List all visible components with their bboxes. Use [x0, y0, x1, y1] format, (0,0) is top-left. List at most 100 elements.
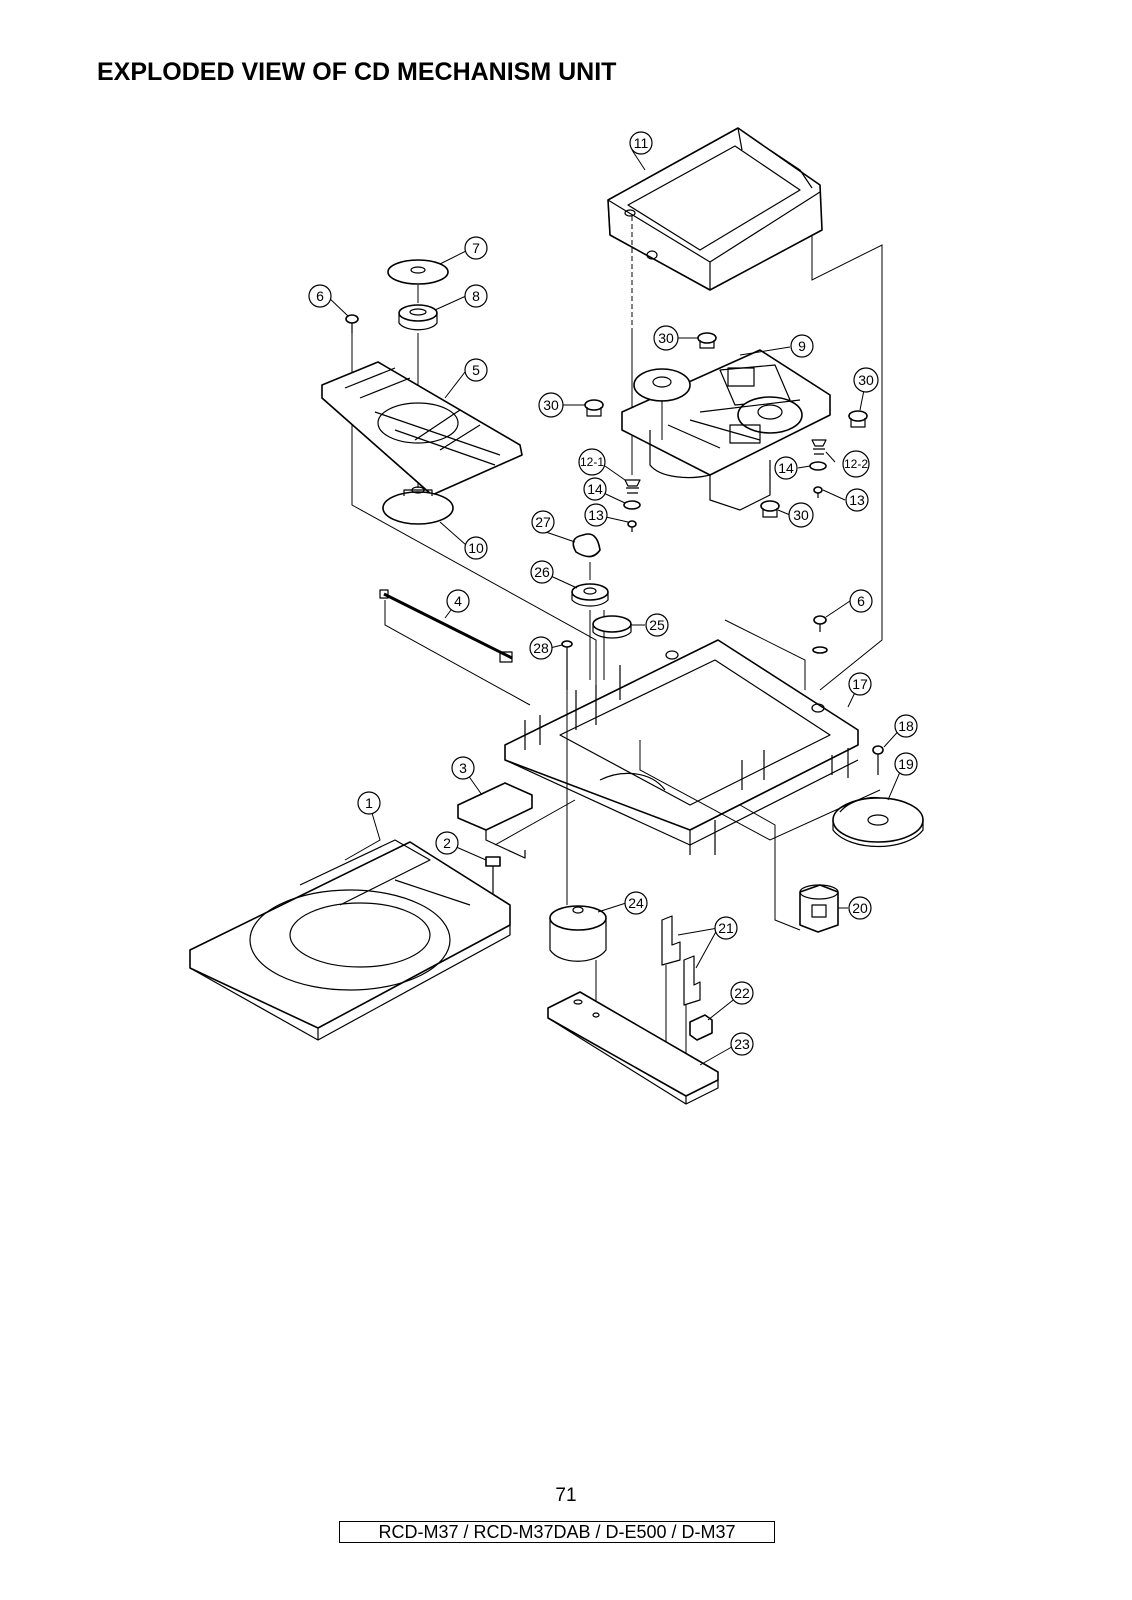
- svg-text:24: 24: [628, 895, 644, 911]
- washer-14-a: [623, 500, 641, 510]
- svg-text:14: 14: [587, 481, 603, 497]
- callout-23: 23: [730, 1032, 754, 1056]
- part-26-pulley: [571, 583, 609, 607]
- callout-14b: 14: [774, 456, 798, 480]
- svg-text:20: 20: [852, 900, 868, 916]
- callout-10: 10: [464, 536, 488, 560]
- part-27-belt: [572, 533, 601, 558]
- svg-text:18: 18: [898, 718, 914, 734]
- callout-26: 26: [530, 560, 554, 584]
- part-24-motor: [549, 905, 607, 962]
- screw-28: [561, 640, 573, 690]
- callout-3: 3: [451, 756, 475, 780]
- callout-18: 18: [894, 714, 918, 738]
- page-title: EXPLODED VIEW OF CD MECHANISM UNIT: [97, 58, 617, 86]
- svg-text:14: 14: [778, 460, 794, 476]
- spring-12-1: [624, 479, 641, 494]
- callout-27: 27: [531, 510, 555, 534]
- callout-11: 11: [629, 131, 653, 155]
- svg-text:25: 25: [649, 617, 665, 633]
- model-footer: RCD-M37 / RCD-M37DAB / D-E500 / D-M37: [339, 1521, 775, 1543]
- svg-text:5: 5: [472, 362, 480, 378]
- callout-19: 19: [894, 752, 918, 776]
- callout-22: 22: [730, 981, 754, 1005]
- part-3-lock-arm: [457, 782, 533, 859]
- svg-text:8: 8: [472, 288, 480, 304]
- callout-2: 2: [435, 831, 459, 855]
- svg-text:6: 6: [316, 288, 324, 304]
- callout-13b: 13: [845, 488, 869, 512]
- part-20-lever: [799, 884, 839, 933]
- part-25-gear: [592, 615, 632, 639]
- washer-14-b: [809, 461, 827, 471]
- callout-9: 9: [790, 334, 814, 358]
- callout-30c: 30: [853, 367, 879, 393]
- screw-13-b: [813, 486, 823, 498]
- spring-12-2: [811, 439, 827, 455]
- svg-text:17: 17: [852, 676, 868, 692]
- callout-12-2: 12-2: [842, 450, 870, 478]
- damper-30-b: [584, 399, 604, 417]
- callout-13a: 13: [584, 503, 608, 527]
- damper-30-c: [848, 410, 868, 428]
- svg-text:30: 30: [858, 372, 874, 388]
- callout-21: 21: [714, 916, 738, 940]
- svg-text:28: 28: [533, 640, 549, 656]
- screw-13-a: [627, 520, 637, 532]
- screw-6-b: [812, 615, 828, 654]
- callout-25: 25: [645, 613, 669, 637]
- callout-20: 20: [848, 896, 872, 920]
- part-21-switch-pins: [661, 915, 701, 1006]
- svg-text:26: 26: [534, 564, 550, 580]
- callout-12-1: 12-1: [578, 448, 606, 476]
- callout-5: 5: [464, 358, 488, 382]
- callout-6a: 6: [308, 284, 332, 308]
- screw-18: [872, 745, 884, 775]
- svg-text:7: 7: [472, 240, 480, 256]
- part-4-shaft: [379, 589, 513, 663]
- part-23-pcb: [547, 991, 719, 1105]
- part-11-clamper-holder: [607, 127, 823, 291]
- part-1-disc-tray: [189, 839, 511, 1041]
- part-7-clamper: [387, 259, 449, 285]
- callout-4: 4: [446, 589, 470, 613]
- svg-text:12-1: 12-1: [580, 455, 604, 469]
- svg-text:2: 2: [443, 835, 451, 851]
- svg-text:6: 6: [857, 593, 865, 609]
- screw-6-a: [345, 314, 359, 333]
- leader-lines: [326, 149, 904, 1066]
- svg-text:3: 3: [459, 760, 467, 776]
- damper-30-a: [697, 332, 717, 349]
- callout-17: 17: [848, 672, 872, 696]
- callout-7: 7: [464, 236, 488, 260]
- callout-30d: 30: [788, 502, 814, 528]
- svg-text:12-2: 12-2: [844, 457, 868, 471]
- callout-8: 8: [464, 284, 488, 308]
- svg-text:30: 30: [543, 397, 559, 413]
- part-10-turntable: [382, 486, 454, 525]
- svg-text:13: 13: [849, 492, 865, 508]
- part-2-knob: [485, 856, 501, 895]
- svg-text:1: 1: [365, 795, 373, 811]
- part-17-chassis: [504, 639, 859, 855]
- part-8-magnet: [398, 304, 438, 331]
- svg-text:11: 11: [634, 135, 649, 151]
- svg-text:4: 4: [454, 593, 462, 609]
- svg-text:23: 23: [734, 1036, 750, 1052]
- callout-30a: 30: [653, 325, 679, 351]
- page-number: 71: [555, 1485, 577, 1506]
- callout-28: 28: [529, 636, 553, 660]
- part-19-cam-gear: [832, 796, 924, 847]
- svg-text:30: 30: [793, 507, 809, 523]
- damper-30-d: [760, 500, 780, 518]
- svg-text:9: 9: [798, 338, 806, 354]
- svg-text:30: 30: [658, 330, 674, 346]
- svg-text:27: 27: [535, 514, 551, 530]
- svg-text:19: 19: [898, 756, 914, 772]
- svg-text:13: 13: [588, 507, 604, 523]
- svg-text:22: 22: [734, 985, 750, 1001]
- callout-14a: 14: [583, 477, 607, 501]
- part-22-connector: [689, 1014, 713, 1041]
- svg-text:10: 10: [468, 540, 484, 556]
